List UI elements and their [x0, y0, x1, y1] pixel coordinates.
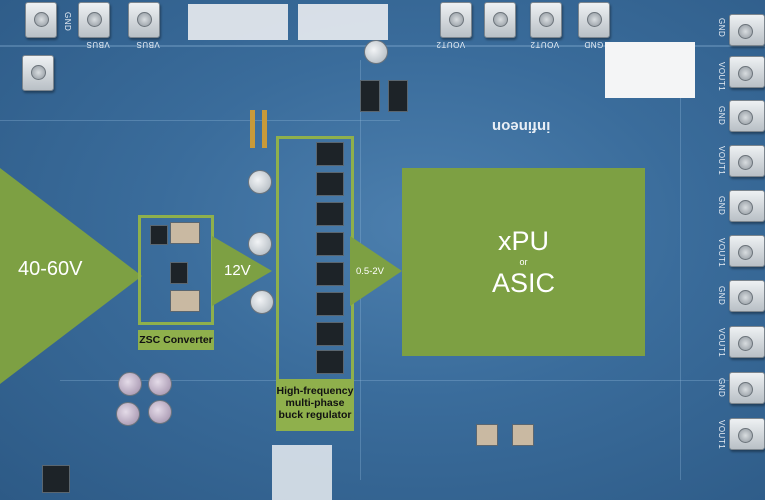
push-button-component: [512, 424, 534, 446]
header-connector-2: [298, 4, 388, 40]
smd-component: [360, 80, 380, 112]
header-connector-1: [188, 4, 288, 40]
silk-right-7: GND: [717, 286, 726, 306]
silk-right-8: VOUT1: [717, 328, 726, 358]
terminal-vout2-1: [440, 2, 472, 38]
load-title: xPU: [497, 226, 549, 256]
terminal-vout2-2: [484, 2, 516, 38]
output-voltage-label: 0.5-2V: [356, 266, 384, 277]
silk-right-6: VOUT1: [717, 238, 726, 268]
terminal-right-5: [729, 190, 765, 222]
copper-strip: [250, 110, 255, 148]
terminal-gnd-top: [25, 2, 57, 38]
blank-label-area: [605, 42, 695, 98]
silk-right-3: GND: [717, 106, 726, 126]
terminal-vbus-1: [78, 2, 110, 38]
smd-component: [388, 80, 408, 112]
push-button-component: [476, 424, 498, 446]
buck-inductor: [316, 142, 344, 166]
xpu-asic-block: xPU or ASIC: [402, 168, 645, 356]
mid-arrow: [212, 236, 272, 306]
terminal-right-3: [729, 100, 765, 132]
zsc-component: [170, 290, 200, 312]
load-or: or: [519, 257, 528, 267]
terminal-vout2-3: [530, 2, 562, 38]
silk-vout2-1: VOUT2: [436, 40, 466, 49]
zsc-component: [170, 222, 200, 244]
zsc-converter-caption: ZSC Converter: [138, 330, 214, 350]
pcb-trace: [680, 60, 681, 480]
terminal-right-9: [729, 372, 765, 404]
silk-right-1: GND: [717, 18, 726, 38]
silk-right-4: VOUT1: [717, 146, 726, 176]
terminal-right-8: [729, 326, 765, 358]
buck-inductor: [316, 292, 344, 316]
terminal-vbus-2: [128, 2, 160, 38]
infineon-logo: infineon: [492, 118, 551, 135]
pcb-trace: [0, 120, 400, 121]
capacitor: [148, 400, 172, 424]
pcb-trace: [60, 380, 760, 381]
input-arrow: [0, 168, 142, 384]
terminal-gnd-top-right: [578, 2, 610, 38]
capacitor: [148, 372, 172, 396]
terminal-right-1: [729, 14, 765, 46]
silk-gnd-top-right: GND: [584, 40, 604, 49]
silk-vout2-2: VOUT2: [530, 40, 560, 49]
terminal-right-10: [729, 418, 765, 450]
silk-gnd-top: GND: [63, 12, 72, 32]
buck-inductor: [316, 232, 344, 256]
zsc-chip: [170, 262, 188, 284]
load-subtitle: ASIC: [491, 268, 556, 298]
capacitor: [248, 170, 272, 194]
input-voltage-label: 40-60V: [18, 258, 83, 280]
silk-right-2: VOUT1: [717, 62, 726, 92]
terminal-right-4: [729, 145, 765, 177]
capacitor: [118, 372, 142, 396]
capacitor: [116, 402, 140, 426]
silk-vbus-2: VBUS: [136, 40, 160, 49]
silk-vbus-1: VBUS: [86, 40, 110, 49]
silk-right-5: GND: [717, 196, 726, 216]
intermediate-voltage-label: 12V: [224, 262, 251, 279]
buck-inductor: [316, 322, 344, 346]
buck-regulator-caption: High-frequency multi-phase buck regulato…: [276, 382, 354, 431]
zsc-component: [150, 225, 168, 245]
silk-right-9: GND: [717, 378, 726, 398]
smd-component: [42, 465, 70, 493]
capacitor: [364, 40, 388, 64]
terminal-gnd-left: [22, 55, 54, 91]
buck-inductor: [316, 262, 344, 286]
terminal-right-7: [729, 280, 765, 312]
header-connector-3: [272, 445, 332, 500]
buck-inductor: [316, 202, 344, 226]
buck-inductor: [316, 172, 344, 196]
terminal-right-2: [729, 56, 765, 88]
capacitor: [248, 232, 272, 256]
terminal-right-6: [729, 235, 765, 267]
capacitor: [250, 290, 274, 314]
buck-inductor: [316, 350, 344, 374]
silk-right-10: VOUT1: [717, 420, 726, 450]
output-arrow: [350, 236, 402, 306]
copper-strip: [262, 110, 267, 148]
